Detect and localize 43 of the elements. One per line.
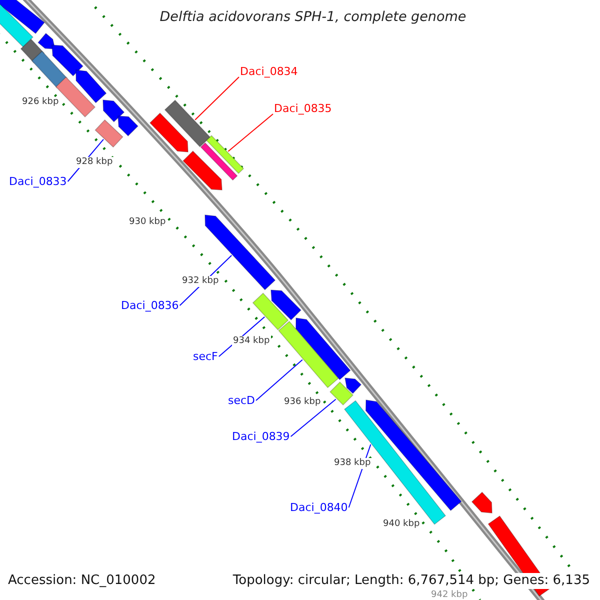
gene-label: Daci_0840 bbox=[290, 501, 348, 514]
gene-bar bbox=[76, 70, 107, 104]
leader-line bbox=[256, 359, 303, 401]
gene-bar bbox=[204, 214, 276, 290]
gene-label: Daci_0834 bbox=[240, 65, 298, 78]
genome-info-text: Topology: circular; Length: 6,767,514 bp; Genes: 6,135 bbox=[232, 573, 590, 589]
scale-label: 926 kbp bbox=[21, 97, 60, 108]
scale-label: 940 kbp bbox=[382, 519, 421, 530]
gene-bar bbox=[31, 50, 68, 88]
gene-bar bbox=[296, 318, 351, 380]
gene-bar bbox=[252, 292, 289, 330]
gene-label: secD bbox=[228, 394, 256, 407]
diagram-title: Delftia acidovorans SPH-1, complete genome bbox=[160, 9, 466, 25]
scale-label: 936 kbp bbox=[283, 397, 322, 408]
gene-bar bbox=[206, 135, 244, 174]
leader-line bbox=[228, 114, 274, 152]
gene-label: Daci_0833 bbox=[9, 175, 67, 188]
gene-label: Daci_0835 bbox=[274, 102, 332, 115]
gene-bar bbox=[94, 119, 124, 148]
genome-info-text: Accession: NC_010002 bbox=[8, 573, 156, 589]
scale-label: 942 kbp bbox=[430, 590, 469, 600]
gene-bar bbox=[270, 290, 302, 320]
gene-label: Daci_0836 bbox=[121, 299, 179, 312]
gene-bar bbox=[118, 116, 138, 136]
gene-bar bbox=[0, 0, 45, 34]
gene-bar bbox=[182, 150, 222, 190]
gene-bar bbox=[344, 378, 362, 394]
scale-label: 930 kbp bbox=[128, 217, 167, 228]
scale-label: 938 kbp bbox=[333, 458, 372, 469]
gene-bar bbox=[52, 44, 84, 76]
gene-bar bbox=[149, 112, 188, 152]
scale-label: 928 kbp bbox=[75, 157, 114, 168]
scale-label: 932 kbp bbox=[181, 276, 220, 287]
scale-label: 934 kbp bbox=[232, 336, 271, 347]
gene-bar bbox=[471, 492, 492, 514]
gene-bar bbox=[278, 320, 339, 388]
leader-line bbox=[290, 398, 336, 437]
gene-label: Daci_0839 bbox=[232, 430, 290, 443]
gene-label: secF bbox=[193, 350, 218, 363]
leader-line bbox=[194, 76, 240, 120]
gene-bar bbox=[164, 100, 211, 148]
gene-bar bbox=[200, 142, 238, 181]
gene-bar bbox=[102, 100, 125, 122]
